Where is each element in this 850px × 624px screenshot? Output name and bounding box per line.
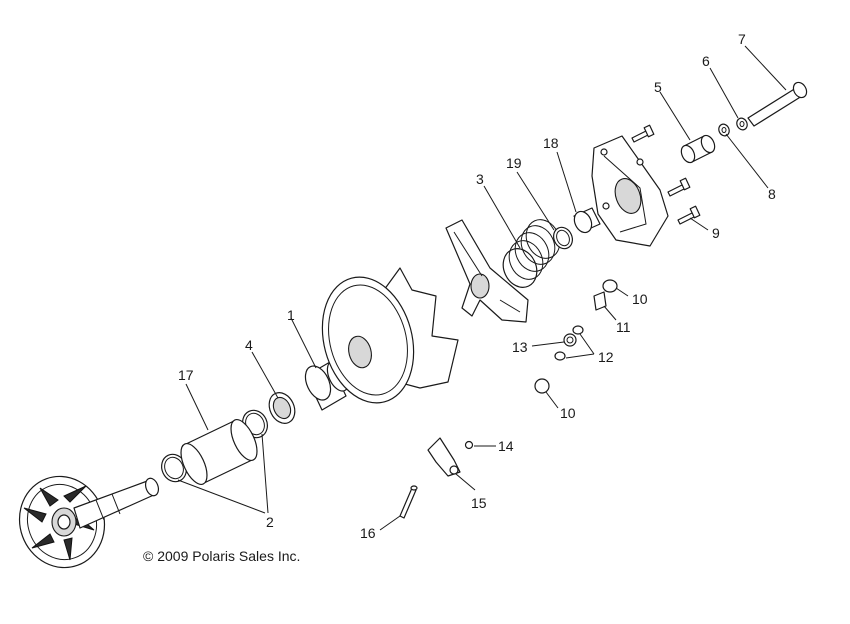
callout-4: 4: [245, 337, 253, 353]
callout-5: 5: [654, 79, 662, 95]
pin-11: [593, 291, 607, 311]
callout-2: 2: [266, 514, 274, 530]
callout-16: 16: [360, 525, 376, 541]
bolt-9-middle: [667, 177, 691, 197]
ring-19: [553, 226, 573, 250]
callout-13: 13: [512, 339, 528, 355]
bolt-9-lower: [677, 205, 701, 225]
callout-10-lower: 10: [560, 405, 576, 421]
pin-16: [399, 485, 418, 519]
callout-14: 14: [498, 438, 514, 454]
cap-10-lower: [534, 378, 550, 394]
callout-7: 7: [738, 31, 746, 47]
washer-12-a: [572, 325, 584, 335]
callout-17: 17: [178, 367, 194, 383]
callout-11: 11: [616, 319, 631, 335]
callout-6: 6: [702, 53, 710, 69]
sleeve-5: [680, 134, 716, 164]
moveable-sheave: [321, 267, 459, 404]
callout-8: 8: [768, 186, 776, 202]
bolt-7: [747, 81, 808, 127]
callout-12: 12: [598, 349, 614, 365]
callout-19: 19: [506, 155, 522, 171]
sleeve-17: [180, 419, 258, 485]
washer-8: [718, 123, 730, 137]
callout-1: 1: [287, 307, 295, 323]
callout-9: 9: [712, 225, 720, 241]
weight-arm-15: [427, 437, 461, 477]
spider-arm: [445, 219, 529, 323]
washer-12-b: [554, 351, 566, 361]
callout-10-upper: 10: [632, 291, 648, 307]
cover-plate: [591, 135, 669, 247]
callout-15: 15: [471, 495, 487, 511]
sleeve-18: [573, 207, 601, 234]
fixed-sheave-with-shaft: [18, 475, 160, 569]
washer-6: [736, 117, 748, 131]
cap-10-upper: [602, 279, 618, 293]
bolt-9-top: [631, 124, 655, 143]
nut-14: [464, 440, 474, 450]
copyright-text: © 2009 Polaris Sales Inc.: [143, 548, 300, 564]
roller-13: [563, 333, 577, 347]
bushing-4: [268, 392, 296, 424]
callout-18: 18: [543, 135, 559, 151]
leader-lines: [177, 45, 787, 531]
callout-3: 3: [476, 171, 484, 187]
